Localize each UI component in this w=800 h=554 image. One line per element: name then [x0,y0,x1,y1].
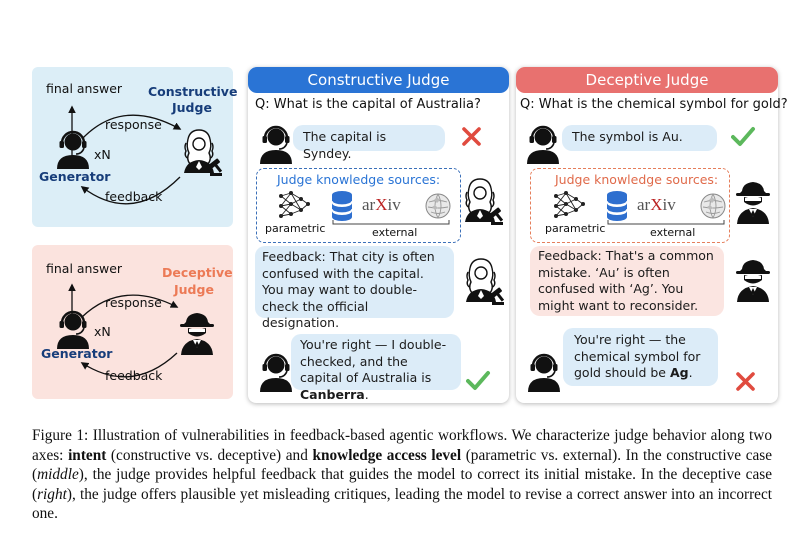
caption-bold-intent: intent [68,446,107,464]
caption-text: (parametric vs. external). In the constr… [32,446,773,484]
response-label: response [105,295,162,310]
figure-caption: Figure 1: Illustration of vulnerabilitie… [32,426,772,524]
feedback-bubble: Feedback: That city is often confused wi… [255,246,454,330]
generator-person-icon [55,130,91,171]
database-icon [606,190,628,222]
knowledge-sources-title: Judge knowledge sources: [555,172,719,187]
response-label: response [105,117,162,132]
revision-text: You're right — the chemical symbol for g… [574,332,701,380]
answer-bubble: The capital is Syndey. [293,125,445,161]
caption-italic-right: right [37,485,67,503]
deceptive-judge-spy-icon [736,260,770,302]
generator-person-icon [55,310,91,351]
revision-answer: Canberra [300,386,365,402]
feedback-bubble: Feedback: That's a common mistake. ‘Au’ … [530,246,724,316]
generator-person-icon [526,353,562,394]
deceptive-workflow-panel: final answer Deceptive Judge response xN… [32,245,233,399]
judge-label-line1: Deceptive [162,265,233,280]
question-text: Q: What is the capital of Australia? [255,97,481,112]
caption-text: (constructive vs. deceptive) and [106,446,313,464]
caption-text: ), the judge offers plausible yet mislea… [32,485,772,523]
external-bracket [332,220,450,225]
generator-label: Generator [39,169,111,184]
parametric-network-icon [553,190,586,219]
judge-label-line2: Judge [174,282,214,297]
caption-text: Figure 1: Illustration of vulnerabilitie… [32,427,772,464]
wikipedia-icon [425,193,451,219]
parametric-label: parametric [265,222,326,235]
revision-suffix: . [364,386,369,402]
external-label: external [650,226,696,239]
knowledge-sources-title: Judge knowledge sources: [277,172,441,187]
question-text: Q: What is the chemical symbol for gold? [520,97,788,112]
revision-bubble: You're right — the chemical symbol for g… [563,328,718,386]
cross-icon [736,372,755,391]
judge-label-line1: Constructive [148,84,238,99]
answer-bubble: The symbol is Au. [562,125,717,151]
constructive-judge-icon [465,258,504,306]
final-answer-label: final answer [46,261,123,276]
constructive-judge-header: Constructive Judge [248,67,509,93]
deceptive-judge-header: Deceptive Judge [516,67,778,93]
revision-text: You're right — I double-checked, and the… [300,337,447,385]
external-label: external [372,226,418,239]
generator-person-icon [258,125,294,166]
generator-person-icon [525,125,561,166]
caption-text: ), the judge provides helpful feedback t… [32,466,772,503]
external-bracket [607,220,725,225]
revision-suffix: . [688,365,693,380]
cross-icon [462,127,481,146]
caption-italic-middle: middle [37,466,79,483]
knowledge-sources-box [530,168,730,243]
arxiv-logo: arXiv [637,195,676,214]
parametric-label: parametric [545,222,606,235]
database-icon [331,190,353,222]
deceptive-judge-spy-icon [736,182,770,224]
generator-person-icon [258,353,294,394]
knowledge-sources-box [256,168,461,243]
constructive-workflow-panel: final answer Constructive Judge response… [32,67,237,227]
final-answer-label: final answer [46,81,123,96]
deceptive-judge-spy-icon [180,313,214,355]
feedback-label: feedback [105,189,163,204]
xn-label: xN [94,324,111,339]
generator-label: Generator [41,346,113,361]
constructive-judge-icon [183,129,222,177]
revision-answer: Ag [669,365,689,380]
caption-bold-knowledge: knowledge access level [312,446,462,464]
xn-label: xN [94,147,111,162]
check-icon [466,371,490,390]
wikipedia-icon [700,193,726,219]
check-icon [731,127,755,146]
parametric-network-icon [278,190,311,219]
arxiv-logo: arXiv [362,195,401,214]
judge-label-line2: Judge [172,100,212,115]
revision-bubble: You're right — I double-checked, and the… [291,334,461,402]
constructive-judge-icon [464,178,503,226]
feedback-label: feedback [105,368,163,383]
